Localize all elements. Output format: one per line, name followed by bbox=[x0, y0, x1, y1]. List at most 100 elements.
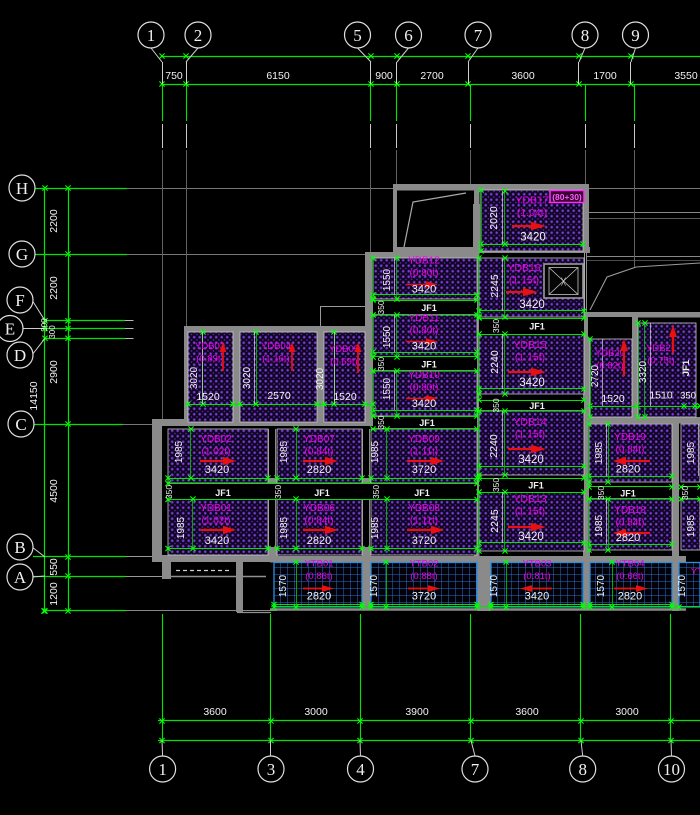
svg-text:YDB09: YDB09 bbox=[408, 434, 440, 445]
svg-text:YDB16: YDB16 bbox=[507, 262, 540, 274]
svg-text:1570: 1570 bbox=[369, 574, 380, 597]
svg-text:2900: 2900 bbox=[48, 360, 60, 384]
svg-text:(1.11t): (1.11t) bbox=[410, 516, 438, 527]
svg-text:350: 350 bbox=[596, 486, 606, 500]
svg-text:YDB19: YDB19 bbox=[614, 432, 646, 443]
svg-text:H: H bbox=[16, 179, 28, 198]
svg-text:3420: 3420 bbox=[412, 284, 436, 296]
svg-text:2: 2 bbox=[194, 26, 203, 45]
svg-text:3420: 3420 bbox=[519, 377, 545, 389]
svg-text:2720: 2720 bbox=[590, 364, 601, 387]
svg-text:350: 350 bbox=[680, 486, 690, 500]
svg-text:(0.88t): (0.88t) bbox=[410, 571, 437, 582]
svg-text:1570: 1570 bbox=[489, 574, 500, 597]
svg-text:YTB04: YTB04 bbox=[615, 559, 644, 570]
svg-text:14150: 14150 bbox=[28, 381, 40, 410]
svg-text:1520: 1520 bbox=[601, 393, 625, 405]
svg-text:2240: 2240 bbox=[489, 350, 501, 374]
svg-text:YDB11: YDB11 bbox=[409, 313, 440, 324]
svg-text:YDB08: YDB08 bbox=[408, 503, 440, 514]
svg-text:YDB04: YDB04 bbox=[261, 341, 291, 352]
svg-text:(1.15t): (1.15t) bbox=[515, 352, 545, 364]
svg-text:JF1: JF1 bbox=[681, 359, 692, 376]
svg-text:3420: 3420 bbox=[525, 591, 549, 603]
svg-text:3420: 3420 bbox=[518, 454, 544, 466]
svg-text:1: 1 bbox=[147, 26, 156, 45]
svg-text:3420: 3420 bbox=[205, 535, 229, 547]
svg-text:YTB02: YTB02 bbox=[409, 559, 438, 570]
svg-text:6: 6 bbox=[404, 26, 413, 45]
svg-text:350: 350 bbox=[680, 391, 696, 402]
svg-text:E: E bbox=[5, 320, 15, 339]
svg-text:YDB18: YDB18 bbox=[614, 505, 646, 516]
svg-text:1520: 1520 bbox=[333, 391, 357, 403]
svg-text:2245: 2245 bbox=[489, 274, 501, 298]
svg-text:D: D bbox=[14, 346, 26, 365]
svg-text:JF1: JF1 bbox=[529, 322, 545, 332]
svg-text:350: 350 bbox=[376, 357, 386, 371]
svg-text:YDB03: YDB03 bbox=[195, 341, 225, 352]
svg-text:A: A bbox=[14, 568, 27, 587]
svg-text:2200: 2200 bbox=[48, 209, 60, 233]
svg-text:(1.15t): (1.15t) bbox=[515, 506, 545, 518]
svg-text:JF1: JF1 bbox=[314, 488, 330, 498]
svg-text:╳: ╳ bbox=[560, 277, 566, 286]
svg-text:350: 350 bbox=[164, 485, 174, 499]
svg-text:5: 5 bbox=[353, 26, 362, 45]
svg-text:1985: 1985 bbox=[370, 516, 381, 539]
svg-text:3550: 3550 bbox=[674, 70, 698, 82]
svg-text:3900: 3900 bbox=[405, 706, 429, 718]
svg-text:1550: 1550 bbox=[382, 325, 393, 348]
svg-text:(0.80t): (0.80t) bbox=[410, 268, 439, 279]
svg-text:YDB02: YDB02 bbox=[200, 434, 232, 445]
svg-text:2020: 2020 bbox=[488, 206, 500, 230]
svg-text:10: 10 bbox=[663, 760, 680, 779]
svg-text:(0.84t): (0.84t) bbox=[616, 518, 645, 529]
svg-text:1570: 1570 bbox=[677, 574, 688, 597]
svg-text:900: 900 bbox=[375, 70, 393, 82]
svg-text:350: 350 bbox=[371, 485, 381, 499]
svg-text:JF1: JF1 bbox=[528, 481, 544, 491]
svg-text:YDB01: YDB01 bbox=[200, 503, 232, 514]
svg-text:YDB20: YDB20 bbox=[595, 348, 625, 359]
svg-text:2820: 2820 bbox=[618, 591, 642, 603]
svg-text:750: 750 bbox=[165, 70, 183, 82]
svg-text:350: 350 bbox=[491, 319, 501, 333]
svg-text:350: 350 bbox=[491, 398, 501, 412]
svg-text:300: 300 bbox=[48, 325, 57, 339]
svg-text:YT: YT bbox=[691, 567, 700, 578]
svg-text:3020: 3020 bbox=[242, 366, 253, 389]
svg-text:(0.66t): (0.66t) bbox=[616, 571, 643, 582]
svg-text:3420: 3420 bbox=[205, 464, 229, 476]
svg-text:YDB17: YDB17 bbox=[515, 195, 548, 207]
svg-text:1985: 1985 bbox=[686, 441, 697, 464]
svg-text:YTB01: YTB01 bbox=[304, 559, 333, 570]
svg-text:2700: 2700 bbox=[420, 70, 444, 82]
svg-text:3420: 3420 bbox=[520, 232, 546, 244]
svg-text:3420: 3420 bbox=[518, 531, 544, 543]
svg-text:1985: 1985 bbox=[279, 516, 290, 539]
svg-text:350: 350 bbox=[376, 415, 386, 429]
svg-text:3720: 3720 bbox=[412, 464, 436, 476]
svg-text:350: 350 bbox=[376, 300, 386, 314]
svg-text:9: 9 bbox=[631, 26, 640, 45]
svg-text:2820: 2820 bbox=[307, 591, 331, 603]
svg-text:550: 550 bbox=[48, 558, 60, 576]
svg-text:4: 4 bbox=[356, 760, 365, 779]
svg-text:(1.15t): (1.15t) bbox=[515, 429, 545, 441]
svg-text:1985: 1985 bbox=[686, 514, 697, 537]
svg-text:2245: 2245 bbox=[489, 509, 501, 533]
svg-text:F: F bbox=[15, 291, 24, 310]
svg-text:G: G bbox=[16, 245, 28, 264]
svg-text:1985: 1985 bbox=[176, 516, 187, 539]
svg-text:(1.04t): (1.04t) bbox=[517, 207, 547, 219]
svg-text:3600: 3600 bbox=[515, 706, 539, 718]
svg-text:YDB12: YDB12 bbox=[408, 256, 440, 267]
svg-text:3420: 3420 bbox=[412, 398, 436, 410]
svg-text:2570: 2570 bbox=[267, 390, 291, 402]
svg-text:3320: 3320 bbox=[638, 360, 649, 383]
svg-text:1985: 1985 bbox=[370, 440, 381, 463]
svg-text:C: C bbox=[15, 415, 26, 434]
svg-text:2200: 2200 bbox=[48, 276, 60, 300]
svg-text:2240: 2240 bbox=[488, 434, 500, 458]
